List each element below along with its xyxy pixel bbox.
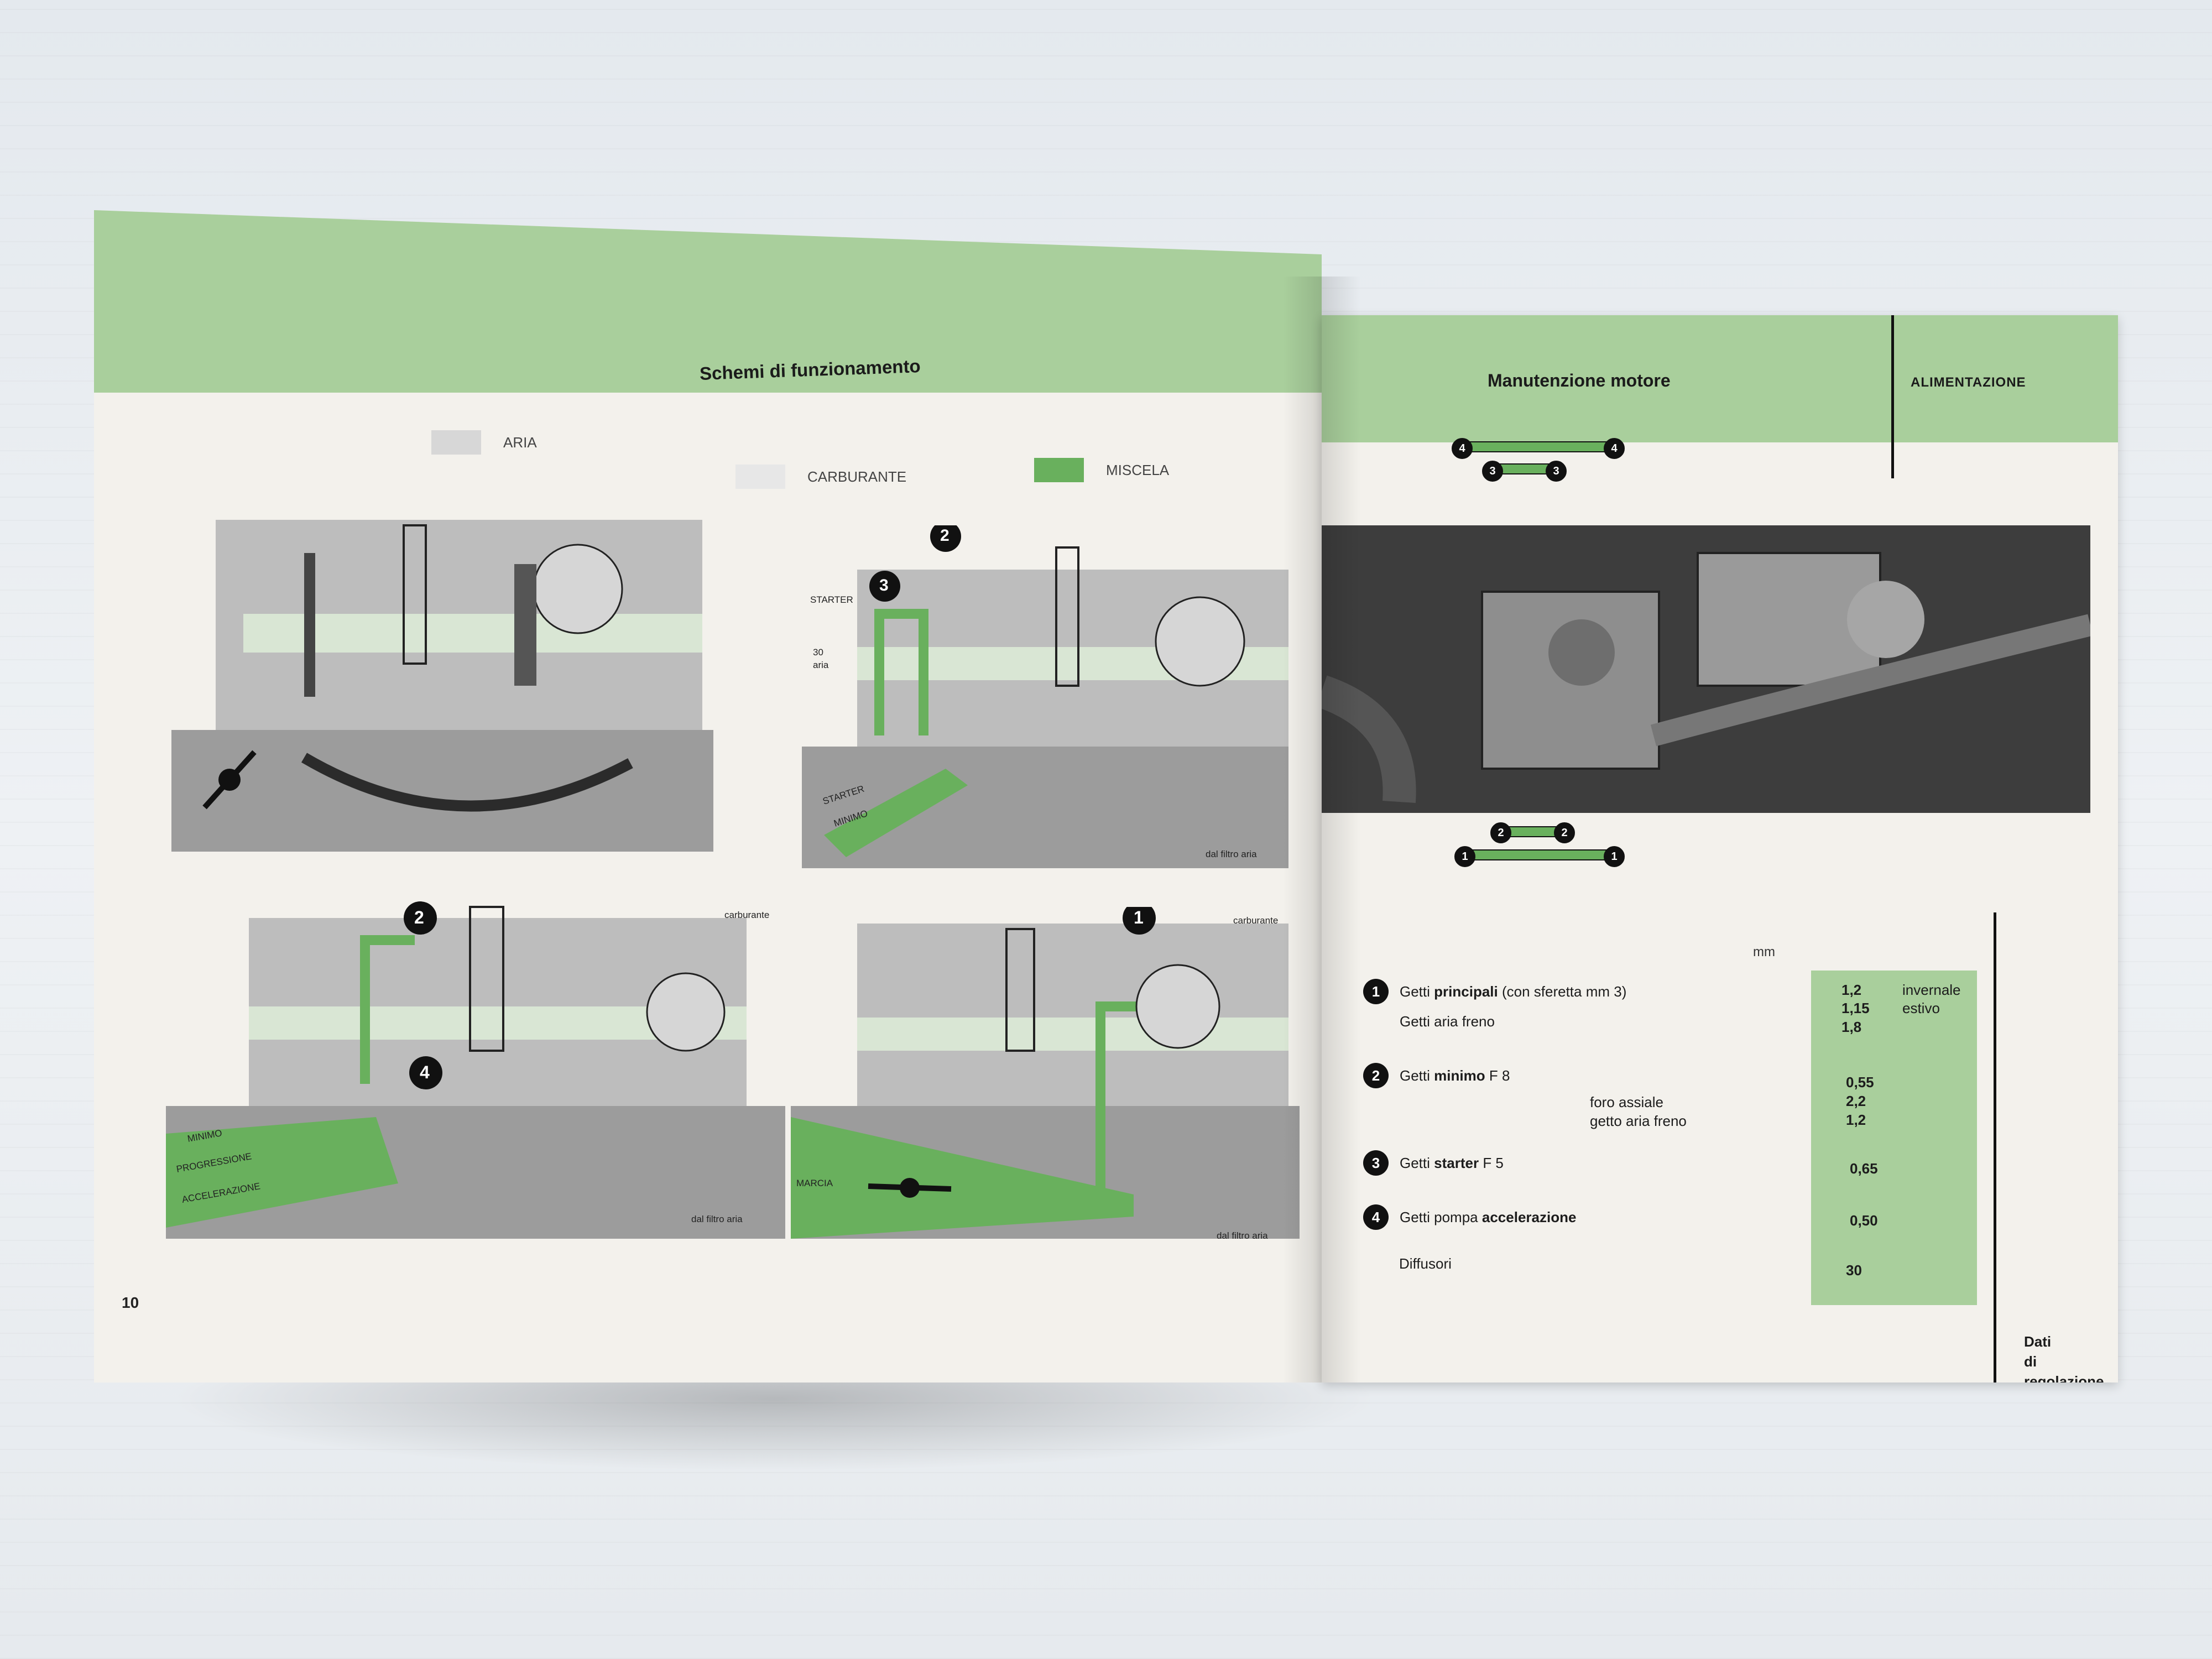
- val-aria-freno: 1,8: [1841, 1019, 1862, 1035]
- row-2b-label: foro assiale: [1590, 1094, 1663, 1110]
- row-2-label-tail: F 8: [1489, 1067, 1510, 1084]
- row-3-label-tail: F 5: [1483, 1154, 1504, 1171]
- diagram-4-svg: 1 carburante MARCIA dal filtro aria: [791, 901, 1300, 1241]
- diagram-2-svg: 2 3 STARTER 30 aria STARTER MINIMO dal f…: [802, 521, 1288, 868]
- row-1-label-bold: principali: [1434, 983, 1498, 1000]
- values-column: [1811, 971, 1977, 1305]
- left-page: Schemi di funzionamento ARIA CARBURANTE …: [94, 210, 1322, 1383]
- val-diffusori: 30: [1846, 1262, 1862, 1279]
- val-principali-invernale: 1,2: [1841, 982, 1862, 998]
- row-2-badge: 2: [1363, 1063, 1389, 1088]
- legend-mix: MISCELA: [1034, 458, 1169, 482]
- row-3-label-bold: starter: [1434, 1154, 1479, 1171]
- page-title-right: Manutenzione motore: [1488, 371, 1671, 390]
- legend-fuel-swatch: [735, 465, 785, 489]
- photo-badge-1-left: 1: [1454, 846, 1475, 867]
- row-3-label-plain: Getti: [1400, 1154, 1430, 1171]
- dati-label-2: di regolazione: [2024, 1353, 2104, 1383]
- photo-badge-2-left: 2: [1490, 822, 1511, 843]
- val-pompa: 0,50: [1850, 1212, 1878, 1229]
- carburetor-diagram-run: 1 carburante MARCIA dal filtro aria: [791, 901, 1300, 1266]
- legend-mix-swatch: [1034, 458, 1084, 482]
- page-number-left: 10: [122, 1294, 139, 1311]
- row-foro-assiale: foro assiale: [1590, 1094, 1663, 1111]
- legend-air-label: ARIA: [503, 434, 537, 451]
- row-3-badge: 3: [1363, 1150, 1389, 1176]
- row-1b-label: Getti aria freno: [1400, 1013, 1495, 1030]
- photo-badge-1-right: 1: [1604, 846, 1625, 867]
- header-divider: [1891, 315, 1894, 478]
- diagram-4-filter-label: dal filtro aria: [1217, 1230, 1268, 1241]
- diagram-3-badge-a: 2: [414, 907, 424, 927]
- right-header-band: [1322, 315, 2118, 442]
- photo-bar-4: [1460, 441, 1611, 452]
- label-invernale: invernale: [1902, 982, 1961, 998]
- val-principali-estivo: 1,15: [1841, 1000, 1870, 1016]
- photo-badge-3-right: 3: [1546, 461, 1567, 482]
- row-4-label-bold: accelerazione: [1481, 1208, 1577, 1225]
- row-getti-starter: 3 Getti starter F 5: [1363, 1150, 1504, 1176]
- diagram-2-starter-label: STARTER: [810, 594, 853, 605]
- legend-air-swatch: [431, 430, 481, 455]
- legend-mix-label: MISCELA: [1106, 461, 1170, 478]
- val-minimo: 0,55: [1846, 1074, 1874, 1091]
- diagram-4-badge-a: 1: [1134, 907, 1144, 927]
- carburetor-diagram-idle: 2 4 carburante MINIMO PROGRESSIONE ACCEL…: [166, 896, 785, 1239]
- carburetor-diagram-starter: 2 3 STARTER 30 aria STARTER MINIMO dal f…: [802, 521, 1288, 868]
- row-2-label-bold: minimo: [1434, 1067, 1485, 1084]
- open-booklet: Schemi di funzionamento ARIA CARBURANTE …: [94, 210, 2118, 1383]
- row-2c-label: getto aria freno: [1590, 1113, 1687, 1129]
- section-tag: ALIMENTAZIONE: [1911, 375, 2026, 390]
- val-getto-aria-freno: 1,2: [1846, 1112, 1866, 1128]
- diagram-2-aria-note-2: aria: [813, 660, 829, 670]
- label-estivo: estivo: [1902, 1000, 1940, 1016]
- photo-badge-3-left: 3: [1482, 461, 1503, 482]
- book-gutter: [1283, 276, 1360, 1383]
- diagram-3-badge-b: 4: [420, 1062, 430, 1082]
- diagram-2-badge-a: 2: [940, 526, 950, 545]
- row-getti-aria-freno: Getti aria freno: [1400, 1013, 1495, 1030]
- carburetor-diagram-air: [160, 520, 713, 852]
- legend-fuel-label: CARBURANTE: [807, 468, 907, 485]
- diagram-3-svg: 2 4 carburante MINIMO PROGRESSIONE ACCEL…: [166, 901, 785, 1239]
- diagram-3-filter-label: dal filtro aria: [691, 1214, 743, 1224]
- row-1-label-tail: (con sferetta mm 3): [1501, 983, 1627, 1000]
- diagram-4-carb-label: carburante: [1233, 915, 1278, 926]
- diagram-3-carb-label: carburante: [724, 910, 769, 920]
- diagram-2-aria-note-1: 30: [813, 647, 823, 658]
- row-diffusori: Diffusori: [1399, 1255, 1452, 1272]
- val-starter: 0,65: [1850, 1160, 1878, 1177]
- engine-photo-art: [1322, 525, 2090, 813]
- row-2-label-plain: Getti: [1400, 1067, 1430, 1084]
- photo-bar-1: [1463, 849, 1614, 860]
- row-1-label-plain: Getti: [1400, 983, 1430, 1000]
- row-4-badge: 4: [1363, 1204, 1389, 1230]
- row-5-label: Diffusori: [1399, 1255, 1452, 1272]
- row-getti-pompa: 4 Getti pompa accelerazione: [1363, 1204, 1576, 1230]
- legend-air: ARIA: [431, 430, 537, 455]
- diagram-1-svg: [171, 520, 713, 852]
- val-foro-assiale: 2,2: [1846, 1093, 1866, 1109]
- side-divider: [1994, 912, 1996, 1383]
- row-getti-minimo: 2 Getti minimo F 8: [1363, 1063, 1510, 1088]
- diagram-4-marcia-label: MARCIA: [796, 1178, 833, 1188]
- row-getto-aria-freno: getto aria freno: [1590, 1113, 1687, 1130]
- diagram-2-filter-label: dal filtro aria: [1206, 849, 1257, 859]
- row-1-badge: 1: [1363, 979, 1389, 1004]
- legend-fuel: CARBURANTE: [735, 465, 906, 489]
- diagram-2-badge-b: 3: [879, 576, 889, 594]
- photo-badge-2-right: 2: [1554, 822, 1575, 843]
- row-getti-principali: 1 Getti principali (con sferetta mm 3): [1363, 979, 1626, 1004]
- photo-badge-4-left: 4: [1452, 438, 1473, 459]
- right-page: Manutenzione motore ALIMENTAZIONE 4 3 3 …: [1322, 315, 2118, 1383]
- unit-label: mm: [1753, 945, 1775, 959]
- photo-badge-4-right: 4: [1604, 438, 1625, 459]
- row-4-label-plain: Getti pompa: [1400, 1208, 1478, 1225]
- engine-photo: [1322, 525, 2090, 813]
- dati-label-1: Dati: [2024, 1333, 2052, 1350]
